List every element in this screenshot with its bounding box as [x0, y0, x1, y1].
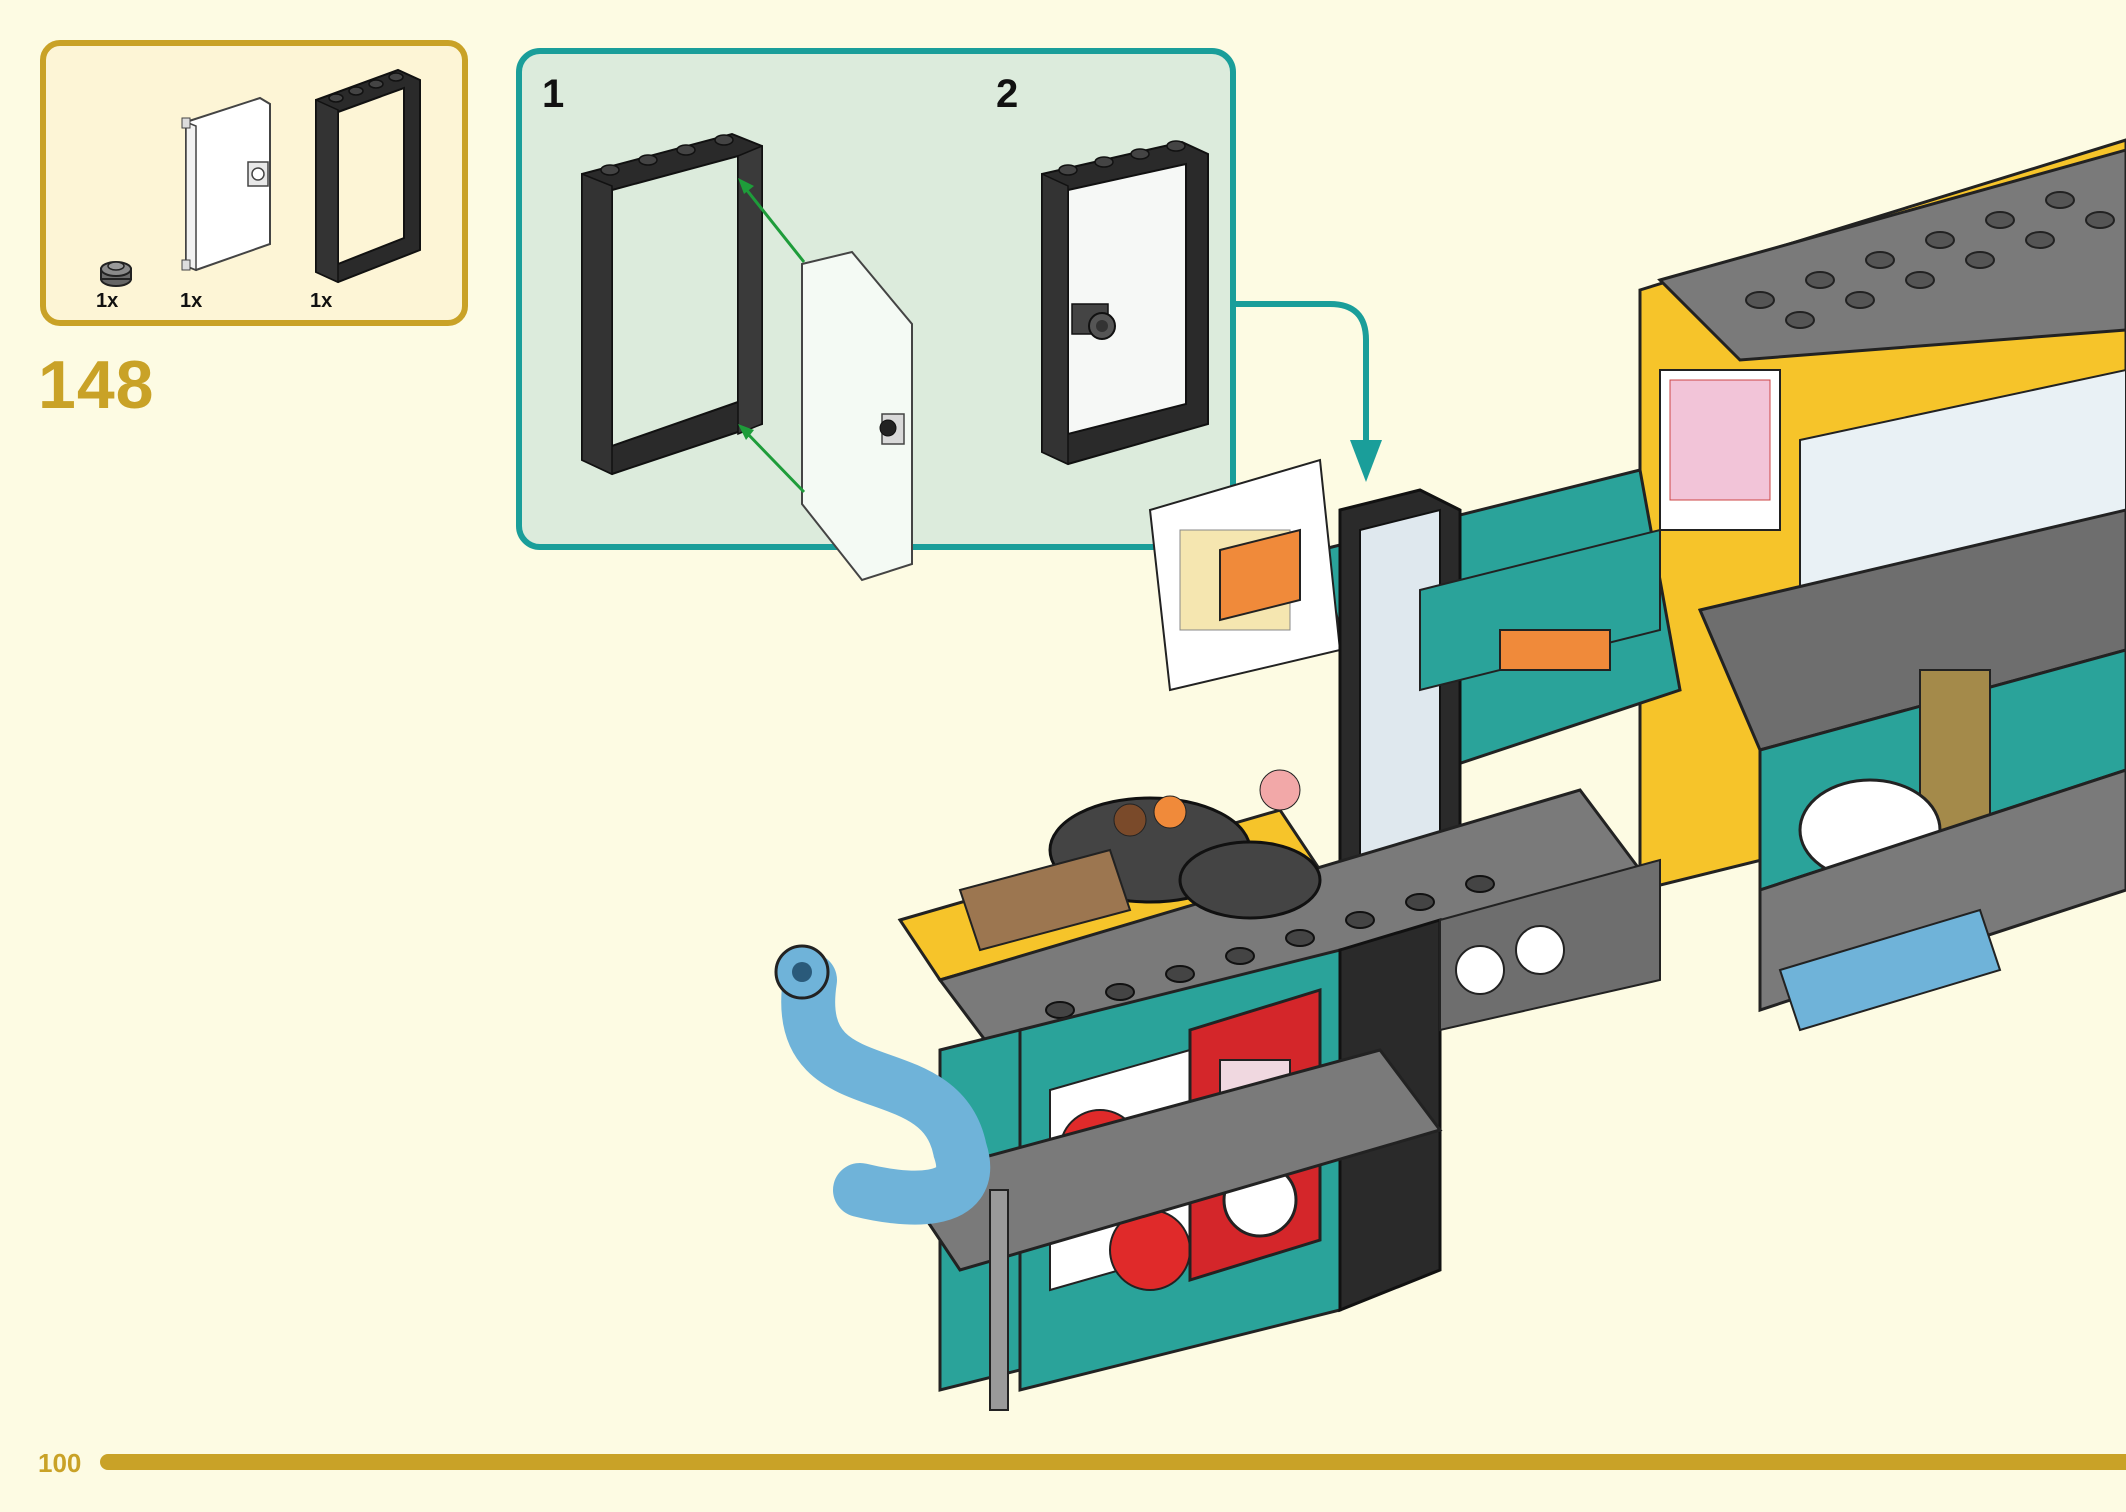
step-number: 148 — [38, 347, 155, 423]
callout-connector-arrow — [1230, 301, 1382, 482]
page-footer-bar — [100, 1454, 2126, 1470]
model-illustration — [774, 138, 2126, 1411]
substep-2-illustration — [1041, 140, 1209, 466]
page-number: 100 — [38, 1448, 82, 1478]
parts-list-box: 1x 1x 1x — [40, 40, 468, 326]
part-qty-3: 1x — [310, 290, 333, 312]
substep-callout: 1 2 — [516, 48, 1236, 582]
transparent-door-icon — [181, 96, 271, 272]
substep-number-1: 1 — [542, 72, 565, 116]
substep-number-2: 2 — [996, 72, 1019, 116]
part-qty-1: 1x — [96, 290, 119, 312]
door-frame-icon — [315, 68, 421, 284]
part-qty-2: 1x — [180, 290, 203, 312]
substep-1-illustration — [581, 132, 913, 582]
round-plate-icon — [100, 261, 132, 287]
